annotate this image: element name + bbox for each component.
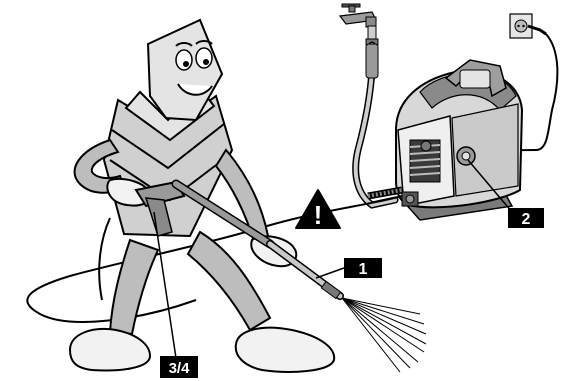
spray-lance xyxy=(270,244,341,299)
callout-3-4-label: 3/4 xyxy=(160,356,198,378)
callout-3-4-text: 3/4 xyxy=(169,360,191,377)
callout-2-text: 2 xyxy=(522,211,531,228)
power-switch-knob xyxy=(457,147,475,165)
hose-spring-guard xyxy=(368,190,402,196)
callout-1-label: 1 xyxy=(344,258,382,278)
callout-1-leader xyxy=(316,268,344,278)
water-supply-hose xyxy=(356,44,395,205)
vent-grille xyxy=(410,140,440,182)
warning-symbol: ! xyxy=(314,200,323,230)
callout-2-label: 2 xyxy=(508,208,544,228)
wall-socket-icon xyxy=(510,14,546,38)
water-spray-jet xyxy=(342,298,426,372)
pressure-washer-unit xyxy=(396,60,522,220)
water-tap-icon xyxy=(340,4,378,45)
callout-1-text: 1 xyxy=(359,261,368,278)
